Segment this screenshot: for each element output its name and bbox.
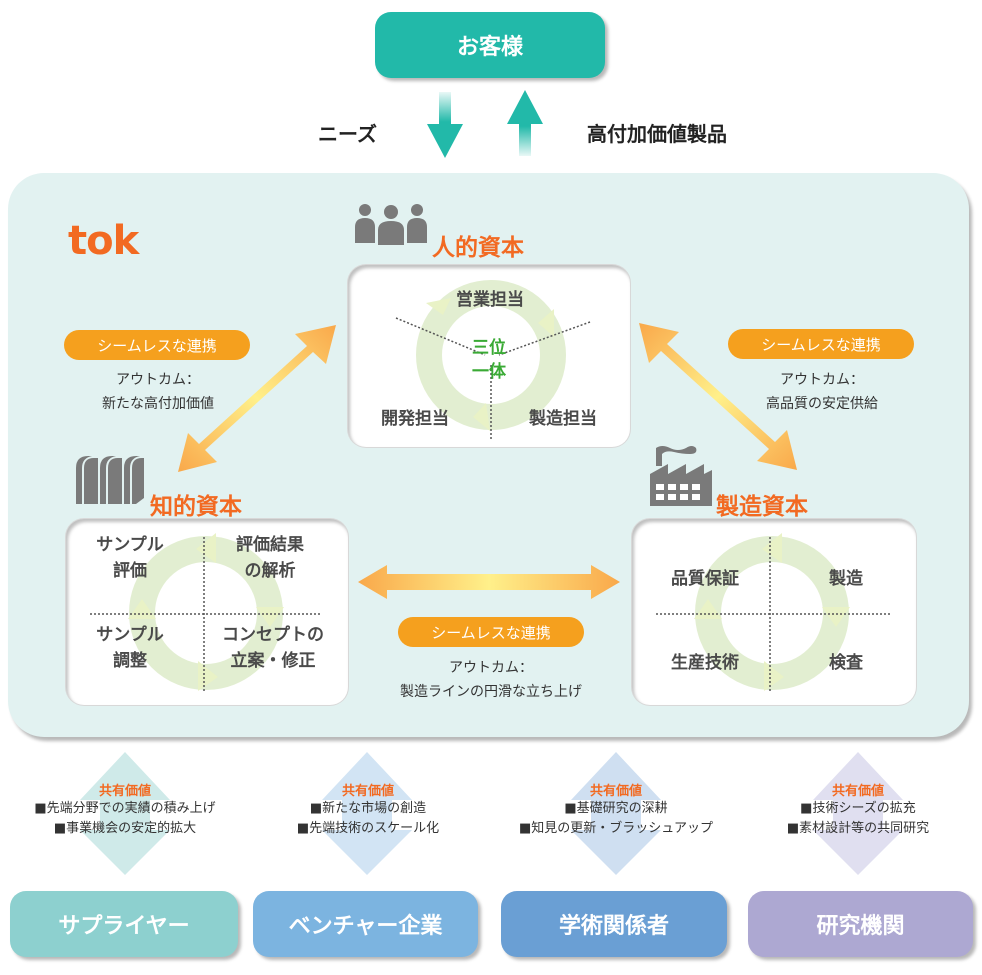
quadrant-result-analysis: 評価結果 の解析 [215, 532, 325, 584]
supplier-double-arrow [80, 752, 170, 875]
stakeholder-label: 学術関係者 [558, 914, 669, 939]
link-pill-left: シームレスな連携 [64, 330, 250, 360]
role-development: 開発担当 [381, 409, 449, 429]
arrow-human-manufacturing [639, 323, 797, 470]
shared-value-academia: 共有価値 ■基礎研究の深耕 ■知見の更新・ブラッシュアップ [496, 780, 736, 839]
line: サンプル [96, 535, 164, 555]
shared-value-title: 共有価値 [341, 784, 394, 799]
shared-value-item: ■知見の更新・ブラッシュアップ [518, 821, 714, 836]
intellectual-capital-title: 知的資本 [150, 494, 242, 520]
shared-value-item: ■素材設計等の共同研究 [786, 821, 930, 836]
quadrant-inspection: 検査 [829, 653, 863, 673]
stakeholder-research: 研究機関 [748, 891, 973, 957]
outcome-right: アウトカム： 高品質の安定供給 [722, 368, 922, 416]
pill-label: シームレスな連携 [761, 335, 881, 354]
outcome-value: 新たな高付加価値 [102, 396, 214, 412]
line: コンセプトの [222, 625, 324, 645]
pill-label: シームレスな連携 [431, 623, 551, 642]
stakeholder-label: サプライヤー [58, 914, 190, 939]
research-double-arrow [813, 752, 903, 875]
stakeholder-arrows [80, 752, 903, 875]
shared-value-title: 共有価値 [98, 784, 151, 799]
link-pill-right: シームレスな連携 [728, 329, 914, 359]
outcome-bottom: アウトカム： 製造ラインの円滑な立ち上げ [360, 656, 622, 704]
stakeholder-label: ベンチャー企業 [288, 914, 443, 939]
pill-label: シームレスな連携 [97, 336, 217, 355]
line: 評価 [113, 561, 147, 581]
intellectual-cycle-diagram [90, 533, 322, 691]
shared-value-title: 共有価値 [831, 784, 884, 799]
outcome-label: アウトカム： [449, 660, 533, 676]
role-sales: 営業担当 [456, 290, 524, 310]
customer-flow-arrows [427, 90, 543, 158]
outcome-label: アウトカム： [780, 372, 864, 388]
link-pill-bottom: シームレスな連携 [398, 617, 584, 647]
stakeholder-academia: 学術関係者 [501, 891, 727, 957]
people-icon [355, 204, 427, 245]
line: の解析 [244, 561, 296, 581]
factory-icon [650, 446, 712, 506]
shared-value-supplier: 共有価値 ■先端分野での実績の積み上げ ■事業機会の安定的拡大 [0, 780, 250, 839]
trinity-line-1: 三位 [472, 338, 506, 358]
human-cycle-diagram [395, 280, 591, 439]
manufacturing-cycle-diagram [656, 533, 890, 691]
outcome-value: 高品質の安定供給 [766, 396, 878, 412]
shared-value-item: ■先端技術のスケール化 [296, 821, 440, 836]
role-manufacturing: 製造担当 [529, 409, 597, 429]
manufacturing-capital-title: 製造資本 [716, 494, 808, 520]
quadrant-quality-assurance: 品質保証 [671, 569, 739, 589]
shared-value-venture: 共有価値 ■新たな市場の創造 ■先端技術のスケール化 [252, 780, 484, 839]
trinity-label: 三位 一体 [468, 336, 510, 384]
shared-value-item: ■技術シーズの拡充 [800, 801, 916, 816]
quadrant-production-engineering: 生産技術 [671, 653, 739, 673]
trinity-line-2: 一体 [472, 362, 506, 382]
needs-down-arrow [427, 92, 463, 158]
quadrant-sample-adjustment: サンプル 調整 [80, 622, 180, 674]
products-up-arrow [507, 90, 543, 156]
outcome-left: アウトカム： 新たな高付加価値 [58, 368, 258, 416]
human-capital-title: 人的資本 [432, 235, 524, 261]
arrow-intellectual-human [178, 325, 336, 472]
stakeholder-venture: ベンチャー企業 [253, 891, 478, 957]
shared-value-item: ■基礎研究の深耕 [564, 801, 668, 816]
shared-value-title: 共有価値 [589, 784, 642, 799]
shared-value-research: 共有価値 ■技術シーズの拡充 ■素材設計等の共同研究 [748, 780, 968, 839]
books-icon [76, 456, 144, 504]
needs-label: ニーズ [318, 122, 377, 146]
stakeholder-supplier: サプライヤー [10, 891, 238, 957]
shared-value-item: ■事業機会の安定的拡大 [53, 821, 197, 836]
outcome-label: アウトカム： [116, 372, 200, 388]
line: 立案・修正 [230, 651, 316, 671]
quadrant-sample-evaluation: サンプル 評価 [80, 532, 180, 584]
outcome-value: 製造ラインの円滑な立ち上げ [400, 684, 582, 700]
quadrant-manufacturing: 製造 [829, 569, 863, 589]
venture-double-arrow [322, 752, 412, 875]
line: サンプル [96, 625, 164, 645]
products-label: 高付加価値製品 [587, 122, 727, 146]
line: 調整 [113, 651, 147, 671]
quadrant-concept-planning: コンセプトの 立案・修正 [208, 622, 338, 674]
academia-double-arrow [571, 752, 661, 875]
line: 評価結果 [236, 535, 304, 555]
shared-value-item: ■先端分野での実績の積み上げ [34, 801, 216, 816]
arrow-intellectual-manufacturing [358, 565, 620, 599]
stakeholder-label: 研究機関 [816, 914, 905, 939]
customer-box: お客様 [375, 12, 605, 78]
customer-label: お客様 [456, 35, 523, 60]
shared-value-item: ■新たな市場の創造 [309, 801, 427, 816]
tok-logo: tok [68, 218, 139, 264]
